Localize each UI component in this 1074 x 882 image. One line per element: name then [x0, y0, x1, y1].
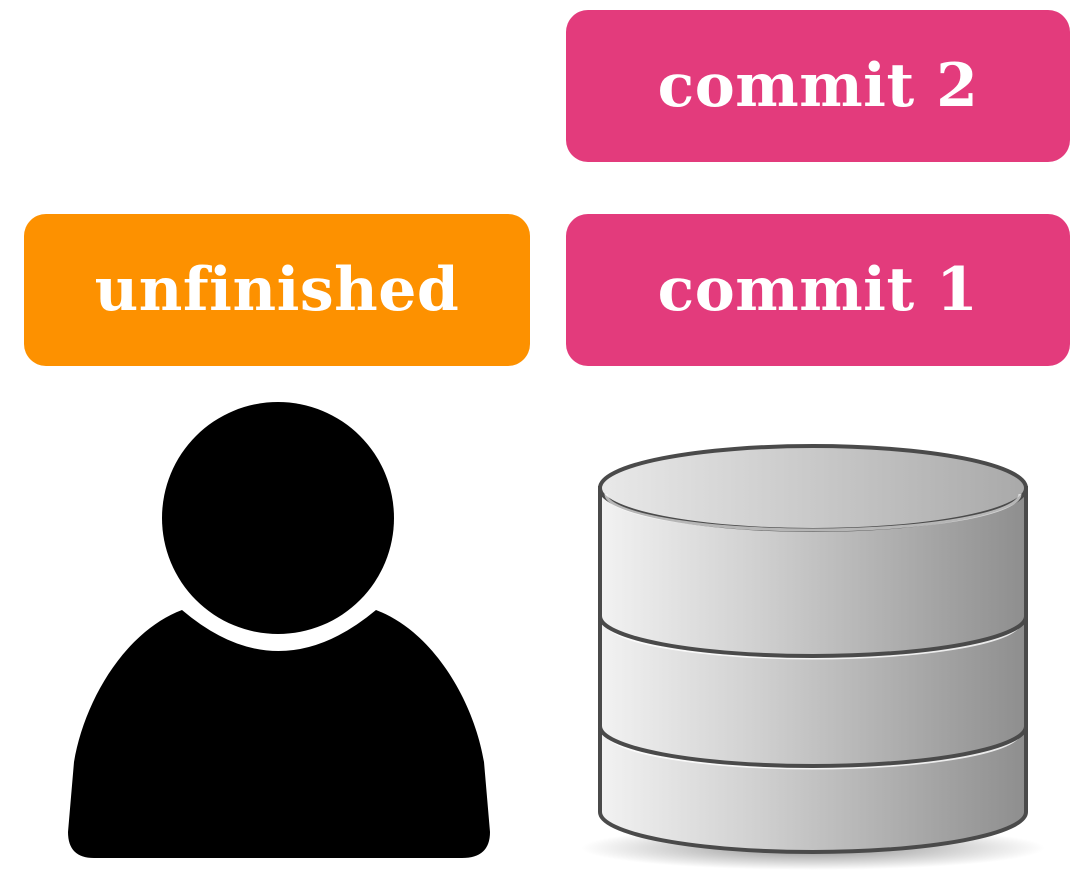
unfinished-box: unfinished	[24, 214, 530, 366]
commit-1-box: commit 1	[566, 214, 1070, 366]
commit-1-label: commit 1	[657, 255, 979, 325]
commit-2-label: commit 2	[657, 51, 979, 121]
commit-2-box: commit 2	[566, 10, 1070, 162]
user-icon	[68, 402, 490, 858]
database-icon	[581, 444, 1045, 870]
unfinished-label: unfinished	[94, 255, 460, 325]
